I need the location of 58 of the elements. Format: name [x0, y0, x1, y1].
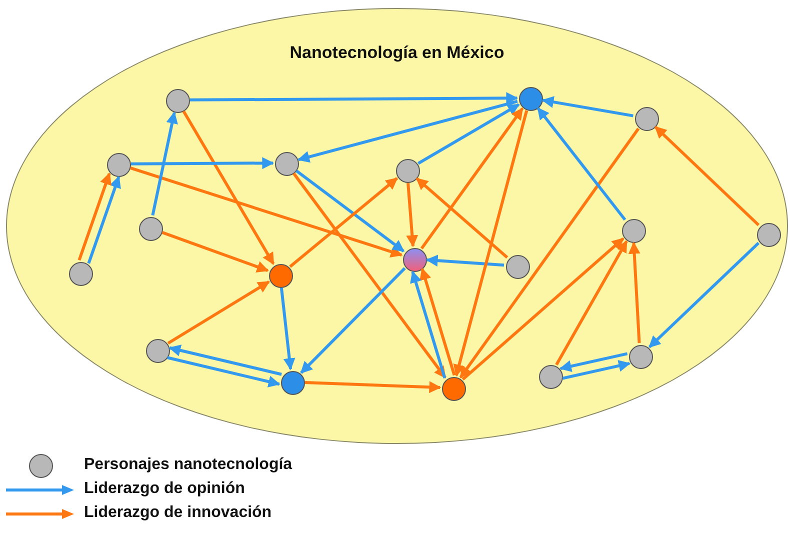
arrow [426, 254, 504, 267]
person-circle [539, 365, 563, 389]
arrow [300, 267, 406, 374]
person-circle [166, 89, 190, 113]
legend-label: Liderazgo de opinión [84, 480, 245, 498]
arrow [648, 242, 760, 348]
arrow [459, 128, 640, 378]
legend-label: Personajes nanotecnología [84, 456, 292, 474]
arrow [297, 100, 518, 163]
person-circle [107, 153, 131, 177]
arrow [130, 166, 403, 258]
arrow [406, 182, 418, 248]
arrow [87, 176, 121, 264]
arrow [190, 92, 518, 104]
arrow [130, 157, 274, 170]
arrow [559, 352, 628, 372]
person-circle [281, 371, 305, 395]
arrow [628, 242, 641, 344]
person-circle [139, 217, 163, 241]
arrow [555, 240, 628, 366]
region-label: Nanotecnología en México [288, 43, 506, 63]
arrow [542, 96, 634, 118]
arrow [562, 360, 631, 380]
arrow [462, 237, 624, 381]
person-circle [146, 339, 170, 363]
person-circle [519, 87, 543, 111]
person-circle [403, 248, 427, 272]
arrow [536, 107, 626, 221]
arrow [417, 103, 520, 165]
arrow [162, 231, 269, 273]
arrow [292, 172, 446, 379]
arrow [304, 380, 442, 394]
person-circle [269, 264, 293, 288]
person-circle [69, 262, 93, 286]
person-circle [622, 219, 646, 243]
arrow [420, 108, 524, 250]
arrow [280, 288, 296, 370]
person-circle [757, 223, 781, 247]
arrow [289, 177, 398, 268]
person-circle [396, 159, 420, 183]
arrow [168, 344, 282, 376]
person-circle [442, 377, 466, 401]
arrow [167, 280, 270, 345]
person-circle [506, 255, 530, 279]
arrow [151, 112, 178, 216]
arrow [453, 110, 528, 377]
arrow [78, 172, 112, 261]
arrow [420, 268, 456, 376]
arrow [182, 110, 275, 265]
arrow [296, 170, 405, 252]
arrow [416, 177, 508, 259]
arrow [654, 126, 760, 226]
legend-label: Liderazgo de innovación [84, 504, 272, 522]
person-circle [275, 152, 299, 176]
arrow [410, 270, 446, 378]
person-circle [629, 345, 653, 369]
person-circle [635, 107, 659, 131]
arrow [167, 356, 280, 388]
